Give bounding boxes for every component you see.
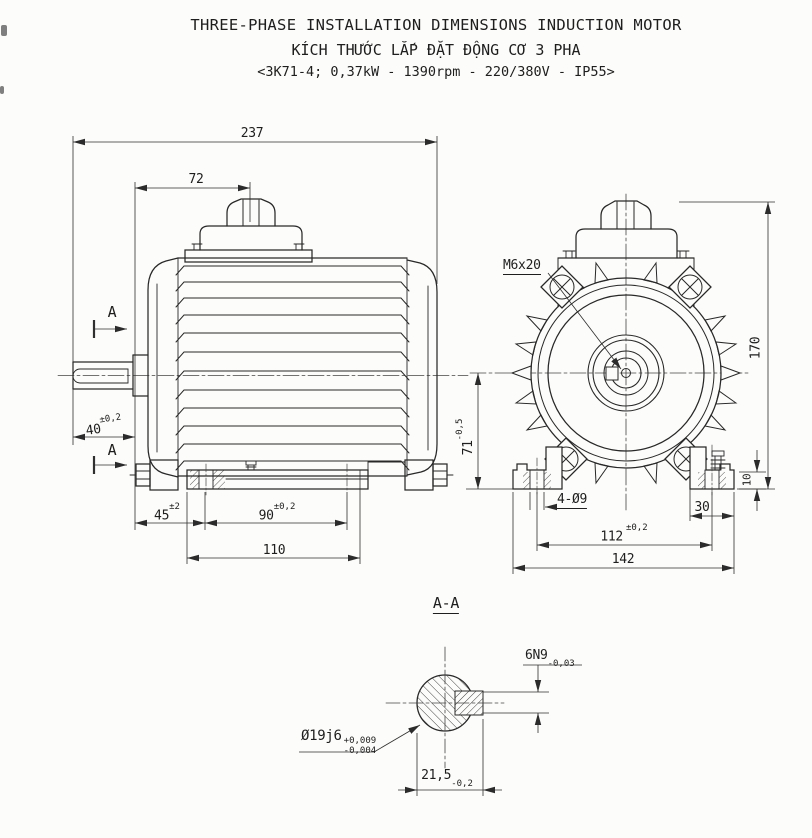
dimension-linework	[72, 136, 775, 796]
title-line-vietnamese: KÍCH THƯỚC LẮP ĐẶT ĐỘNG CƠ 3 PHA	[291, 41, 581, 59]
dim-foot-holes: 4-Ø9	[556, 492, 588, 509]
dim-foot-hole-spacing: 90±0,2	[258, 502, 296, 524]
section-title: A-A	[432, 594, 460, 614]
dim-foot-overall-span: 142	[611, 552, 635, 567]
side-view-linework	[57, 198, 469, 496]
dim-foot-thickness: 10	[740, 473, 754, 487]
section-view-linework	[385, 646, 505, 769]
title-line-spec: <3K71-4; 0,37kW - 1390rpm - 220/380V - I…	[257, 64, 615, 80]
dim-shoulder-to-foot-hole: 45±2	[154, 502, 180, 524]
scan-speck	[1, 25, 7, 36]
dim-foot-length: 110	[262, 543, 286, 558]
dim-foot-width: 30	[694, 500, 710, 515]
label-shaft-tapped-hole: M6x20	[503, 258, 541, 275]
title-block: THREE-PHASE INSTALLATION DIMENSIONS INDU…	[70, 16, 802, 80]
dim-overall-height: 170	[748, 336, 764, 360]
dim-shaft-diameter: Ø19j6+0,009-0,004	[301, 728, 377, 756]
dim-foot-hole-span: 112±0,2	[600, 523, 648, 545]
front-view-linework	[469, 193, 749, 513]
dim-terminal-box-offset: 72	[188, 172, 204, 187]
dim-keyway-width: 6N9-0,03	[525, 648, 575, 669]
section-marker-lower: A	[107, 441, 117, 459]
title-line-english: THREE-PHASE INSTALLATION DIMENSIONS INDU…	[190, 16, 682, 34]
dim-shaft-height: 71-0,5	[454, 418, 477, 456]
section-marker-upper: A	[107, 303, 117, 321]
scan-speck	[0, 86, 4, 94]
dim-keyway-depth: 21,5-0,2	[421, 768, 473, 789]
dim-overall-length: 237	[240, 126, 264, 141]
